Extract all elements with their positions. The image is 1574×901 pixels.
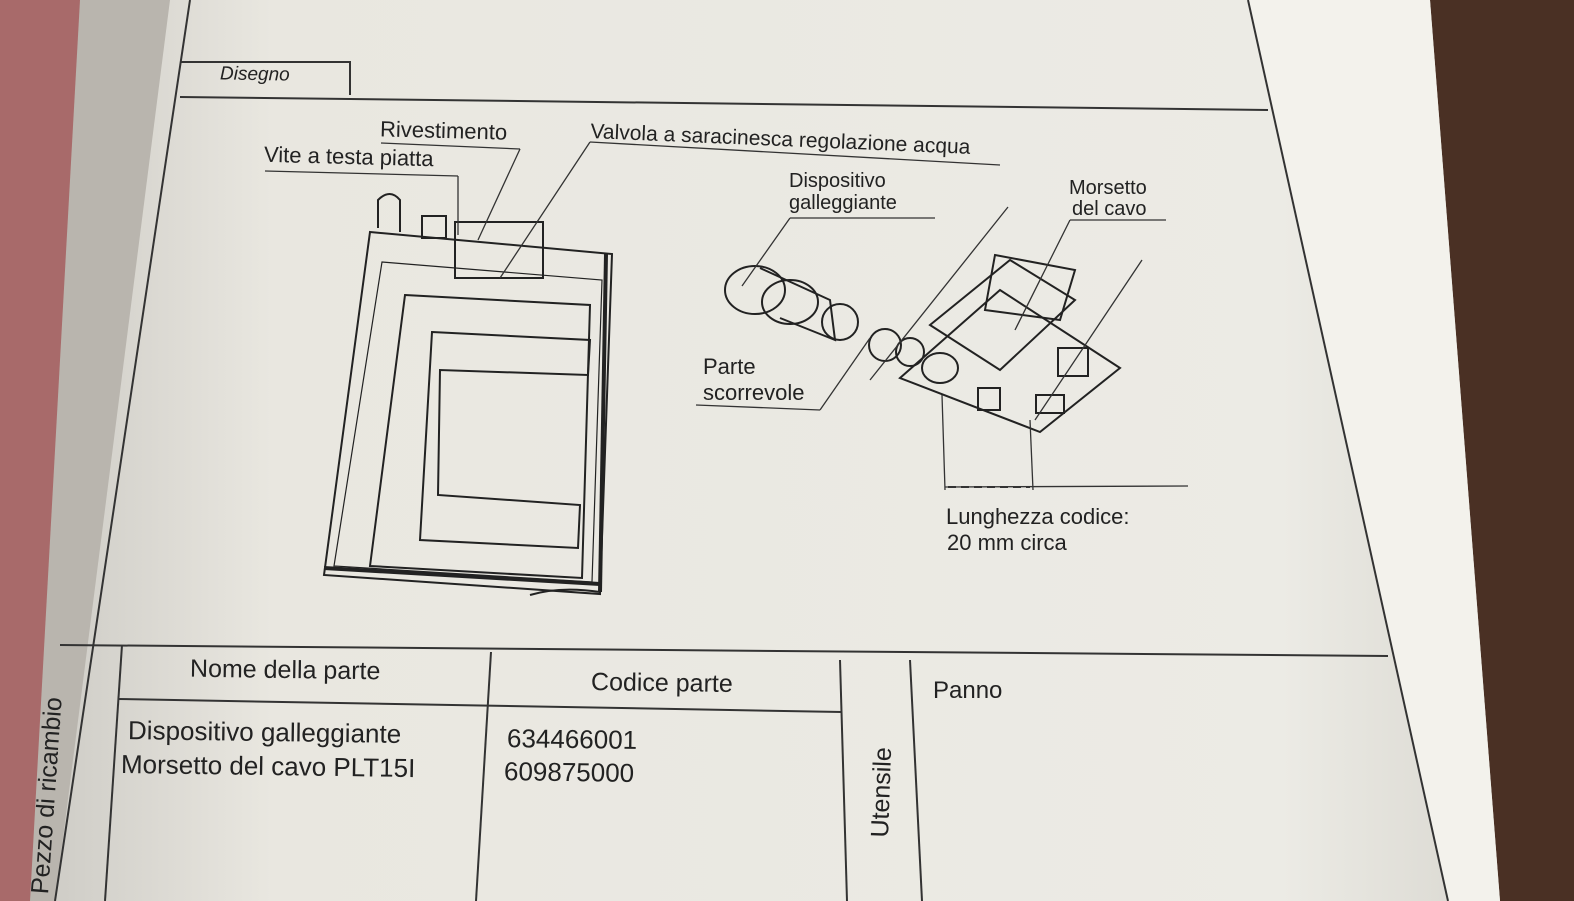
callout-sliding-part-line2: scorrevole bbox=[703, 380, 805, 405]
row1-part-name: Dispositivo galleggiante bbox=[127, 715, 402, 749]
paper-sheet bbox=[55, 0, 1500, 901]
callout-cover: Rivestimento bbox=[379, 116, 508, 145]
tool-side-label: Utensile bbox=[866, 746, 898, 838]
row2-part-code: 609875000 bbox=[503, 756, 635, 788]
callout-float-line2: galleggiante bbox=[789, 192, 897, 214]
callout-code-length-line1: Lunghezza codice: bbox=[946, 504, 1130, 529]
callout-code-length-line2: 20 mm circa bbox=[947, 530, 1067, 555]
header-part-name: Nome della parte bbox=[189, 654, 381, 686]
callout-clamp-line1: Morsetto bbox=[1069, 177, 1147, 199]
row1-part-code: 634466001 bbox=[506, 723, 638, 755]
row2-part-name: Morsetto del cavo PLT15I bbox=[120, 748, 416, 784]
section-label-drawing: Disegno bbox=[219, 63, 290, 86]
callout-flat-head-screw: Vite a testa piatta bbox=[263, 141, 434, 172]
callout-float-line1: Dispositivo bbox=[789, 170, 886, 192]
callout-clamp-line2: del cavo bbox=[1072, 198, 1147, 220]
header-part-code: Codice parte bbox=[590, 668, 733, 698]
float-drawing bbox=[724, 253, 1122, 434]
tool-value: Panno bbox=[933, 677, 1003, 704]
callout-sliding-part-line1: Parte bbox=[703, 354, 756, 379]
tank-drawing bbox=[322, 193, 614, 596]
